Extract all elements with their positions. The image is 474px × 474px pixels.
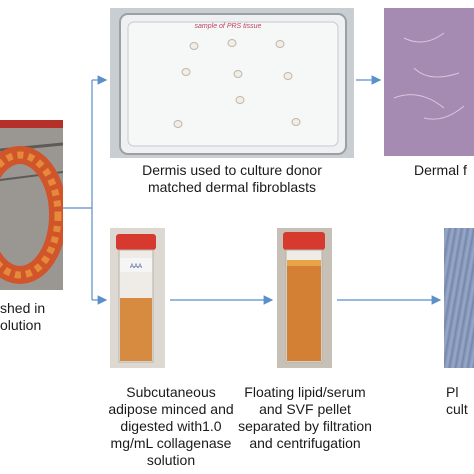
- caption-digest: Subcutaneous adipose minced and digested…: [96, 384, 246, 469]
- svg-text:sample of PRS tissue: sample of PRS tissue: [195, 23, 262, 30]
- tube-separated-photo: [277, 228, 332, 368]
- caption-plate-line2: cult: [446, 401, 468, 417]
- caption-fibro-line1: Dermal f: [414, 162, 467, 178]
- tissue-photo: [0, 120, 63, 290]
- tube-digest-drawing: AAA: [110, 228, 165, 368]
- fibroblast-drawing: [384, 8, 474, 156]
- caption-digest-line: Subcutaneous: [126, 384, 216, 400]
- tube-separated-drawing: [277, 228, 332, 368]
- fibroblast-micrograph: [384, 8, 474, 156]
- dish-drawing: sample of PRS tissue: [110, 8, 354, 158]
- caption-dish-line2: matched dermal fibroblasts: [147, 179, 317, 195]
- caption-separate-line: and SVF pellet: [259, 401, 351, 417]
- caption-digest-line: mg/mL collagenase: [110, 435, 232, 451]
- caption-fibro: Dermal f: [414, 162, 467, 179]
- caption-separate-line: Floating lipid/serum: [244, 384, 366, 400]
- caption-plate-line1: Pl: [446, 384, 459, 400]
- caption-digest-line: digested with1.0: [120, 418, 222, 434]
- caption-plate: Pl cult: [446, 384, 468, 418]
- caption-separate-line: separated by filtration: [238, 418, 372, 434]
- caption-dish: Dermis used to culture donor matched der…: [112, 162, 352, 196]
- caption-tissue-line2: olution: [0, 317, 42, 333]
- caption-separate-line: and centrifugation: [249, 435, 361, 451]
- tube-digest-photo: AAA: [110, 228, 165, 368]
- caption-dish-line1: Dermis used to culture donor: [142, 162, 322, 178]
- caption-separate: Floating lipid/serum and SVF pellet sepa…: [230, 384, 380, 452]
- caption-tissue: shed in olution: [0, 300, 45, 334]
- svg-text:AAA: AAA: [130, 264, 142, 270]
- caption-digest-line: adipose minced and: [108, 401, 234, 417]
- cells-micrograph: [444, 228, 474, 368]
- petri-dish-photo: sample of PRS tissue: [110, 8, 354, 158]
- caption-tissue-line1: shed in: [0, 300, 46, 316]
- caption-digest-line: solution: [146, 452, 196, 468]
- tissue-drawing: [0, 120, 63, 290]
